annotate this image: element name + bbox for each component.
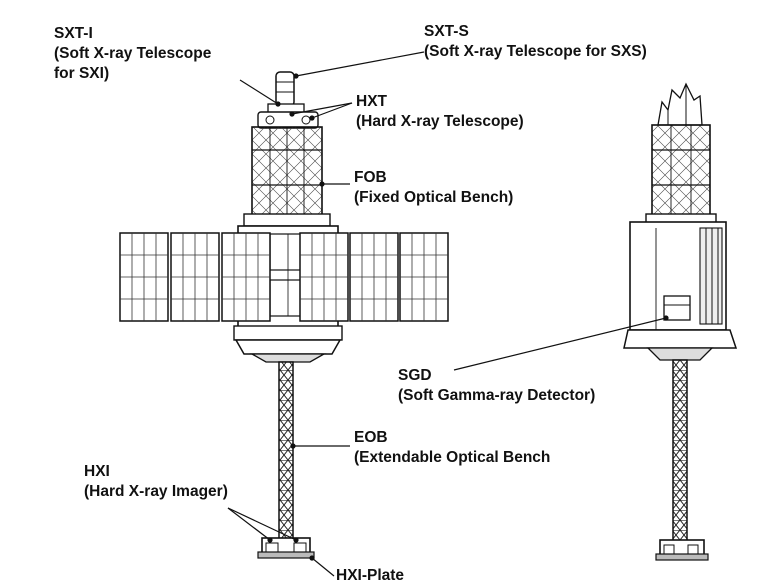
sxt-s-tower xyxy=(267,71,305,117)
label-sgd-name: SGD xyxy=(398,367,432,384)
label-sgd: SGD (Soft Gamma-ray Detector) xyxy=(398,366,595,406)
leader-sgd xyxy=(453,317,667,371)
fob-cage xyxy=(243,126,331,227)
label-fob-desc: (Fixed Optical Bench) xyxy=(354,189,514,206)
leader-hxt-b xyxy=(311,102,353,119)
label-fob-name: FOB xyxy=(354,169,387,186)
label-hxi-plate: HXI-Plate xyxy=(336,566,404,586)
side-eob-mast xyxy=(672,359,688,543)
leader-sxt-i xyxy=(239,79,279,105)
label-hxt: HXT (Hard X-ray Telescope) xyxy=(356,92,524,132)
label-hxi-name: HXI xyxy=(84,463,110,480)
label-sgd-desc: (Soft Gamma-ray Detector) xyxy=(398,387,596,404)
label-sxt-s-desc: (Soft X-ray Telescope for SXS) xyxy=(424,43,647,60)
label-hxi-desc: (Hard X-ray Imager) xyxy=(84,483,228,500)
solar-panel xyxy=(170,232,220,322)
hxt-housing xyxy=(257,111,319,129)
label-hxi: HXI (Hard X-ray Imager) xyxy=(84,462,228,502)
leader-lines xyxy=(227,51,669,577)
front-base xyxy=(234,339,342,363)
label-eob: EOB (Extendable Optical Bench xyxy=(354,428,550,468)
front-view xyxy=(119,71,449,559)
solar-panel xyxy=(119,232,169,322)
side-top-fins xyxy=(657,82,703,126)
side-fob-cage xyxy=(645,124,717,225)
side-body xyxy=(629,221,727,331)
label-sxt-s-name: SXT-S xyxy=(424,23,469,40)
label-hxt-name: HXT xyxy=(356,93,387,110)
leader-sxt-s xyxy=(295,51,425,77)
label-eob-name: EOB xyxy=(354,429,388,446)
solar-panel xyxy=(349,232,399,322)
label-sxt-i: SXT-I (Soft X-ray Telescope for SXI) xyxy=(54,24,211,84)
solar-panels xyxy=(119,232,449,322)
solar-panel xyxy=(221,232,271,322)
solar-panel xyxy=(399,232,449,322)
side-hxi xyxy=(655,539,709,561)
label-hxt-desc: (Hard X-ray Telescope) xyxy=(356,113,524,130)
label-sxt-i-desc1: (Soft X-ray Telescope xyxy=(54,45,212,62)
label-sxt-s: SXT-S (Soft X-ray Telescope for SXS) xyxy=(424,22,647,62)
leader-hxi-a xyxy=(227,507,271,541)
side-view xyxy=(623,82,738,561)
label-hxi-plate-name: HXI-Plate xyxy=(336,567,405,584)
leader-hxi-plate xyxy=(311,557,335,577)
hxi-plate-shape xyxy=(257,537,315,559)
label-fob: FOB (Fixed Optical Bench) xyxy=(354,168,513,208)
label-sxt-i-name: SXT-I xyxy=(54,25,93,42)
solar-panel xyxy=(299,232,349,322)
side-base xyxy=(623,329,738,361)
label-sxt-i-desc2: for SXI) xyxy=(54,65,110,82)
leader-hxi-b xyxy=(227,507,297,541)
label-eob-desc: (Extendable Optical Bench xyxy=(354,449,551,466)
leader-hxt-a xyxy=(291,102,353,115)
eob-mast xyxy=(278,361,294,541)
